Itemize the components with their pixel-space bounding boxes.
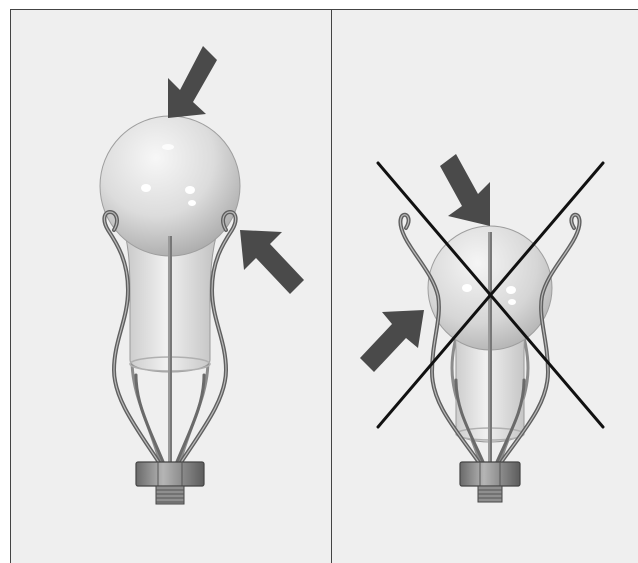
hex-nut-icon xyxy=(136,462,204,486)
threaded-stud-icon xyxy=(478,486,502,502)
threaded-stud-icon xyxy=(156,486,184,504)
hex-nut-icon xyxy=(460,462,520,486)
